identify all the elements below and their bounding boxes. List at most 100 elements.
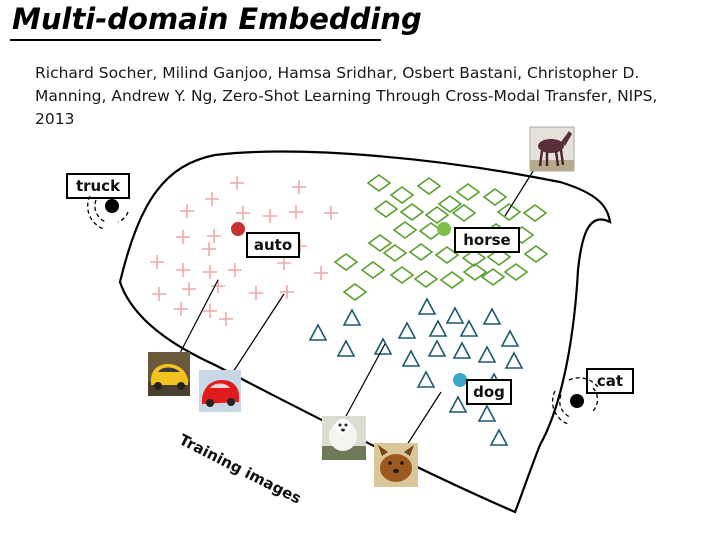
horse-diamond-marker (389, 186, 415, 204)
image-connectors (178, 159, 541, 449)
auto-cross-marker (182, 282, 196, 296)
auto-cross-marker (174, 302, 188, 316)
horse-diamond-marker (389, 266, 415, 284)
dog-triangle-marker (397, 321, 417, 339)
auto-cross-marker (176, 263, 190, 277)
dog-white-image (322, 416, 366, 460)
dog-triangle-marker (417, 297, 437, 315)
slide-title: Multi-domain Embedding (12, 2, 422, 36)
auto-cross-marker (289, 205, 303, 219)
dog-triangle-marker (477, 404, 497, 422)
horse-diamond-marker (342, 283, 368, 301)
horse-image (529, 126, 575, 172)
label-cat: cat (586, 368, 634, 394)
dog-triangle-marker (342, 308, 362, 326)
auto-cluster-markers (150, 176, 338, 326)
horse-diamond-marker (482, 188, 508, 206)
auto-cross-marker (207, 229, 221, 243)
cat-unseen-point (551, 377, 599, 425)
auto-cross-marker (203, 304, 217, 318)
auto-cross-marker (292, 180, 306, 194)
label-dog: dog (466, 379, 512, 405)
horse-diamond-marker (486, 248, 512, 266)
horse-diamond-marker (424, 206, 450, 224)
car-yellow-image (148, 352, 190, 396)
auto-cross-marker (249, 286, 263, 300)
dog-point (453, 373, 467, 387)
dog-triangle-marker (428, 319, 448, 337)
horse-diamond-marker (382, 244, 408, 262)
auto-cross-marker (277, 256, 291, 270)
horse-diamond-marker (480, 268, 506, 286)
svg-text:auto: auto (254, 236, 292, 254)
horse-diamond-marker (408, 243, 434, 261)
auto-cross-marker (150, 255, 164, 269)
auto-cross-marker (180, 204, 194, 218)
dog-triangle-marker (401, 349, 421, 367)
horse-diamond-marker (360, 261, 386, 279)
svg-text:horse: horse (463, 231, 510, 249)
horse-diamond-marker (522, 204, 548, 222)
dog-triangle-marker (445, 306, 465, 324)
horse-diamond-marker (503, 263, 529, 281)
horse-diamond-marker (413, 270, 439, 288)
dog-triangle-marker (459, 319, 479, 337)
dog-triangle-marker (427, 339, 447, 357)
horse-diamond-marker (523, 245, 549, 263)
dog-triangle-marker (489, 428, 509, 446)
auto-cross-marker (228, 263, 242, 277)
dog-triangle-marker (500, 329, 520, 347)
auto-point (231, 222, 245, 236)
auto-cross-marker (280, 285, 294, 299)
auto-cross-marker (230, 176, 244, 190)
dog-brown-image (374, 443, 418, 487)
dog-triangle-marker (452, 341, 472, 359)
label-truck: truck (66, 173, 130, 199)
horse-diamond-marker (451, 204, 477, 222)
auto-cross-marker (176, 230, 190, 244)
auto-cross-marker (205, 192, 219, 206)
label-auto: auto (246, 232, 300, 258)
truck-unseen-point (87, 195, 129, 230)
horse-diamond-marker (439, 271, 465, 289)
auto-cross-marker (236, 206, 250, 220)
dog-triangle-marker (416, 370, 436, 388)
citation-text: Richard Socher, Milind Ganjoo, Hamsa Sri… (35, 64, 658, 128)
auto-cross-marker (219, 312, 233, 326)
label-horse: horse (454, 227, 520, 253)
horse-diamond-marker (462, 263, 488, 281)
svg-text:truck: truck (76, 177, 121, 195)
dog-triangle-marker (504, 351, 524, 369)
dog-triangle-marker (373, 337, 393, 355)
auto-cross-marker (211, 279, 225, 293)
horse-diamond-marker (399, 203, 425, 221)
auto-cross-marker (203, 265, 217, 279)
dog-triangle-marker (482, 307, 502, 325)
auto-cross-marker (152, 287, 166, 301)
horse-point (437, 222, 451, 236)
dog-triangle-marker (448, 395, 468, 413)
horse-cluster-markers (333, 174, 549, 301)
auto-cross-marker (202, 242, 216, 256)
auto-cross-marker (263, 209, 277, 223)
horse-diamond-marker (392, 221, 418, 239)
horse-diamond-marker (367, 234, 393, 252)
horse-diamond-marker (333, 253, 359, 271)
horse-diamond-marker (366, 174, 392, 192)
auto-cross-marker (314, 266, 328, 280)
horse-diamond-marker (437, 195, 463, 213)
svg-text:dog: dog (473, 383, 505, 401)
dog-triangle-marker (477, 345, 497, 363)
horse-diamond-marker (461, 249, 487, 267)
auto-cross-marker (324, 206, 338, 220)
dog-triangle-marker (336, 339, 356, 357)
svg-text:cat: cat (597, 372, 623, 390)
dog-triangle-marker (308, 323, 328, 341)
horse-diamond-marker (455, 183, 481, 201)
training-images-caption: Training images (176, 431, 304, 508)
title-underline (10, 39, 381, 41)
horse-diamond-marker (496, 203, 522, 221)
car-red-image (199, 370, 241, 412)
horse-diamond-marker (416, 177, 442, 195)
